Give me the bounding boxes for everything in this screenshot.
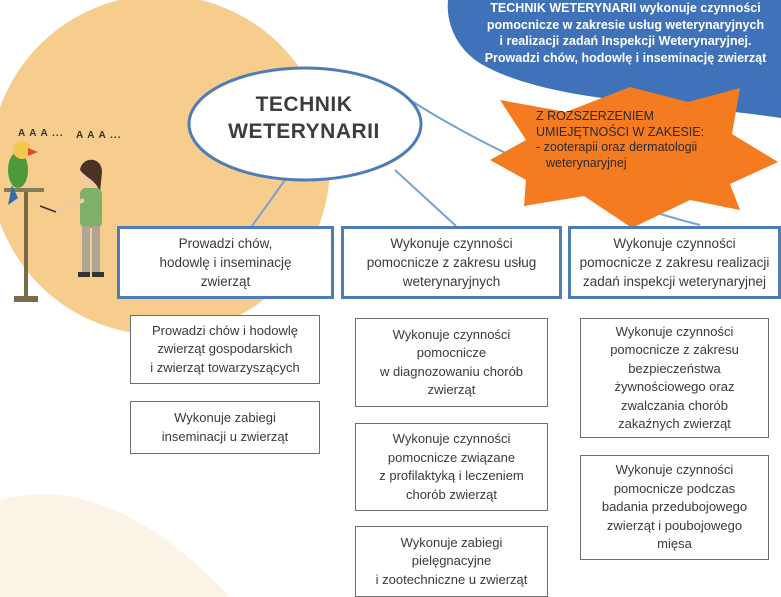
center-title: TECHNIK WETERYNARII — [196, 91, 412, 145]
item-line: w diagnozowaniu chorób — [379, 363, 524, 379]
item-line: inseminacji u zwierząt — [161, 428, 289, 444]
item-line: i zootechniczne u zwierząt — [375, 571, 528, 587]
item-line: pomocnicze podczas — [613, 480, 736, 496]
item-box: Wykonuje czynności pomocnicze związane z… — [355, 423, 548, 511]
star-line: - zooterapii oraz dermatologii — [536, 140, 698, 154]
item-box: Wykonuje czynności pomocnicze w diagnozo… — [355, 318, 548, 407]
item-line: pielęgnacyjne — [411, 553, 492, 569]
shout-left-text: A A A ... — [18, 128, 64, 139]
category-line: Wykonuje czynności — [613, 236, 736, 251]
connector-1 — [251, 179, 286, 227]
category-box-vet-services: Wykonuje czynności pomocnicze z zakresu … — [341, 226, 562, 299]
star-line: Z ROZSZERZENIEM — [536, 109, 655, 123]
blob-line: i realizacji zadań Inspekcji Weterynaryj… — [499, 34, 752, 48]
center-ellipse — [187, 66, 423, 182]
item-line: żywnościowego oraz — [614, 379, 735, 394]
item-line: i zwierząt towarzyszących — [150, 359, 300, 375]
connector-2 — [394, 169, 457, 227]
item-line: bezpieczeństwa — [628, 360, 721, 376]
category-line: hodowlę i inseminację — [159, 255, 292, 270]
item-line: pomocnicze związane — [387, 449, 516, 465]
item-line: zwierząt gospodarskich — [157, 341, 293, 357]
blob-line: TECHNIK WETERYNARII wykonuje czynności — [490, 1, 761, 15]
item-line: Wykonuje zabiegi — [174, 410, 276, 425]
item-line: zwierząt i poubojowego — [606, 517, 743, 533]
category-line: Prowadzi chów, — [178, 236, 273, 251]
category-line: zadań inspekcji weterynaryjnej — [582, 274, 767, 289]
orange-star — [490, 87, 778, 228]
item-line: Wykonuje czynności — [615, 462, 734, 478]
category-box-inspection: Wykonuje czynności pomocnicze z zakresu … — [568, 226, 781, 299]
item-box: Wykonuje czynności pomocnicze z zakresu … — [580, 318, 769, 438]
item-line: mięsa — [657, 536, 692, 552]
star-note: Z ROZSZERZENIEM UMIEJĘTNOŚCI W ZAKESIE: … — [536, 109, 726, 171]
item-line: badania przedubojowego — [601, 499, 748, 515]
category-line: Wykonuje czynności — [390, 236, 513, 251]
star-line: weterynaryjnej — [546, 155, 627, 170]
item-line: Wykonuje czynności — [392, 431, 511, 446]
category-line: weterynaryjnych — [402, 274, 501, 289]
illustration — [4, 141, 104, 302]
item-line: chorób zwierząt — [405, 486, 498, 502]
item-line: pomocnicze — [416, 345, 487, 360]
item-box: Wykonuje zabiegi pielęgnacyjne i zootech… — [355, 526, 548, 597]
item-box: Wykonuje czynności pomocnicze podczas ba… — [580, 455, 769, 560]
blob-line: Prowadzi chów, hodowlę i inseminację zwi… — [484, 50, 767, 65]
category-line: zwierząt — [200, 274, 251, 289]
category-line: pomocnicze z zakresu realizacji — [579, 255, 770, 270]
item-line: zwalczania chorób — [621, 397, 728, 413]
item-line: z profilaktyką i leczeniem — [379, 468, 524, 483]
center-title-line: TECHNIK — [255, 93, 353, 116]
blue-blob — [447, 0, 781, 118]
shout-right-text: A A A ... — [76, 130, 122, 141]
item-line: pomocnicze z zakresu — [610, 342, 739, 357]
item-line: Wykonuje czynności — [615, 323, 734, 339]
star-line: UMIEJĘTNOŚCI W ZAKESIE: — [536, 124, 705, 139]
item-line: Wykonuje czynności — [392, 326, 511, 342]
blob-line: pomocnicze w zakresie usług weterynaryjn… — [486, 17, 765, 32]
header-blob-text: TECHNIK WETERYNARII wykonuje czynności p… — [470, 0, 781, 66]
center-title-line: WETERYNARII — [228, 120, 380, 143]
item-line: Prowadzi chów i hodowlę — [152, 322, 298, 338]
item-line: zwierząt — [427, 382, 476, 397]
item-line: Wykonuje zabiegi — [400, 534, 503, 550]
item-box: Prowadzi chów i hodowlę zwierząt gospoda… — [130, 315, 320, 384]
item-box: Wykonuje zabiegi inseminacji u zwierząt — [130, 401, 320, 454]
category-line: pomocnicze z zakresu usług — [366, 255, 537, 270]
item-line: zakaźnych zwierząt — [618, 416, 731, 431]
category-box-breeding: Prowadzi chów, hodowlę i inseminację zwi… — [117, 226, 334, 299]
faint-arc — [0, 494, 230, 597]
